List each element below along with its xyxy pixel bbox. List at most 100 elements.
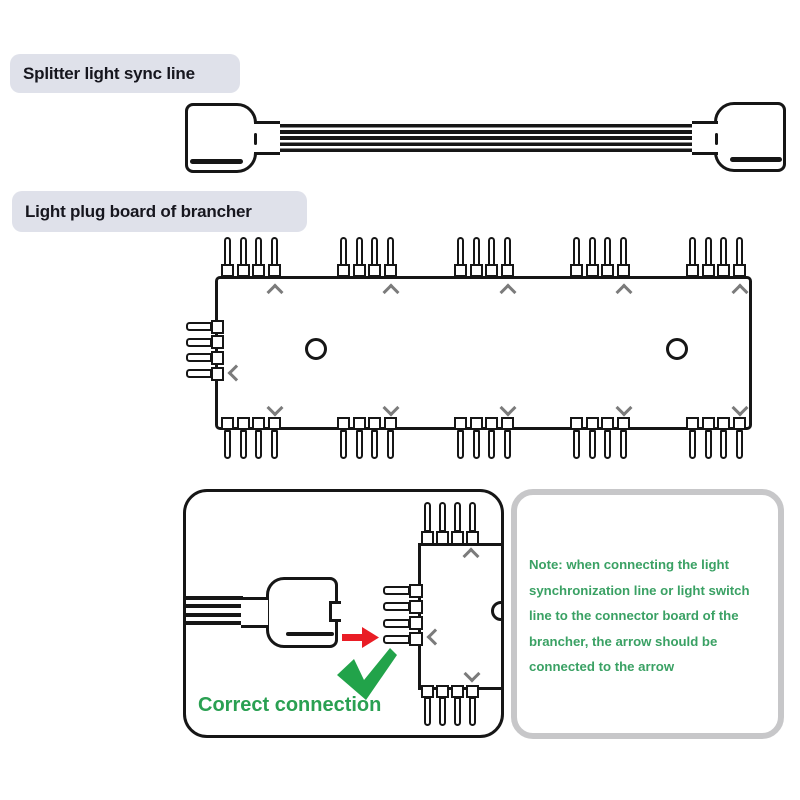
- brancher-board-label: Light plug board of brancher: [12, 191, 307, 232]
- header-pin: [457, 429, 465, 459]
- header-pin: [239, 429, 247, 459]
- header-pad: [469, 263, 483, 277]
- header-pad: [466, 531, 479, 545]
- header-pin: [619, 429, 627, 459]
- header-pad: [451, 531, 464, 545]
- check-icon: [336, 647, 397, 700]
- header-pin: [239, 236, 247, 266]
- header-pad: [210, 335, 224, 350]
- inset-board: [417, 542, 501, 690]
- header-pin: [340, 236, 348, 266]
- header-pin: [720, 236, 728, 266]
- correct-connection-caption: Correct connection: [198, 694, 382, 716]
- brancher-board: [215, 276, 752, 430]
- header-pin: [386, 429, 394, 459]
- header-pin: [355, 429, 363, 459]
- note-panel: Note: when connecting the light synchron…: [511, 489, 784, 739]
- header-pad: [409, 599, 423, 614]
- header-pin: [735, 236, 743, 266]
- header-pad: [421, 531, 434, 545]
- cable-neck-left: [254, 121, 280, 155]
- header-pin: [382, 634, 410, 644]
- header-pad: [368, 263, 382, 277]
- header-pin: [472, 236, 480, 266]
- header-pad: [585, 416, 599, 430]
- header-pad: [466, 684, 479, 698]
- header-pin: [469, 697, 476, 726]
- cable-neck-right: [692, 121, 718, 155]
- header-pin: [382, 618, 410, 628]
- header-pin: [488, 429, 496, 459]
- header-pad: [368, 416, 382, 430]
- header-pin: [735, 429, 743, 459]
- header-pad: [717, 263, 731, 277]
- header-pin: [604, 236, 612, 266]
- header-pin: [424, 697, 431, 726]
- header-pin: [704, 429, 712, 459]
- header-pad: [352, 263, 366, 277]
- connector-latch: [730, 157, 782, 162]
- connector-key-notch: [254, 133, 258, 145]
- header-pad: [267, 263, 281, 277]
- plug-wire: [186, 595, 243, 600]
- header-pad: [352, 416, 366, 430]
- header-pin: [270, 429, 278, 459]
- note-text: Note: when connecting the light synchron…: [529, 557, 750, 674]
- header-pad: [701, 416, 715, 430]
- plug-wire: [186, 621, 243, 625]
- header-pin: [619, 236, 627, 266]
- header-pad: [221, 263, 235, 277]
- header-pad: [686, 416, 700, 430]
- header-pin: [454, 697, 461, 726]
- header-pin: [340, 429, 348, 459]
- connector-latch: [285, 631, 334, 636]
- header-pin: [270, 236, 278, 266]
- header-pad: [210, 350, 224, 365]
- header-pin: [689, 429, 697, 459]
- ribbon-cable: [277, 124, 695, 152]
- header-pin: [355, 236, 363, 266]
- header-pad: [409, 615, 423, 631]
- header-pad: [585, 263, 599, 277]
- header-pin: [457, 236, 465, 266]
- header-pin: [371, 429, 379, 459]
- header-pin: [472, 429, 480, 459]
- header-pin: [255, 236, 263, 266]
- plug-connector-body: [265, 576, 338, 648]
- header-pad: [409, 583, 423, 598]
- header-pin: [588, 429, 596, 459]
- header-pin: [588, 236, 596, 266]
- header-pin: [371, 236, 379, 266]
- header-pad: [500, 416, 514, 430]
- header-pad: [383, 263, 397, 277]
- header-pin: [503, 236, 511, 266]
- header-pin: [185, 322, 212, 331]
- header-pin: [185, 337, 212, 347]
- header-pin: [469, 502, 476, 532]
- header-pad: [601, 416, 615, 430]
- mounting-hole: [666, 337, 688, 360]
- plug-wire: [186, 612, 243, 617]
- header-pad: [469, 416, 483, 430]
- header-pad: [210, 366, 224, 381]
- header-pad: [454, 263, 468, 277]
- header-pin: [382, 586, 410, 596]
- red-arrow-icon: [341, 626, 379, 648]
- header-pin: [704, 236, 712, 266]
- header-pin: [503, 429, 511, 459]
- header-pad: [337, 416, 351, 430]
- header-pad: [210, 319, 224, 334]
- header-pin: [224, 236, 232, 266]
- header-pin: [255, 429, 263, 459]
- header-pad: [616, 263, 630, 277]
- header-pin: [604, 429, 612, 459]
- header-pad: [732, 263, 746, 277]
- plug-wire: [186, 604, 243, 608]
- header-pad: [267, 416, 281, 430]
- header-pad: [485, 416, 499, 430]
- header-pad: [236, 416, 250, 430]
- correct-connection-panel: Correct connection: [183, 489, 504, 738]
- header-pad: [570, 263, 584, 277]
- header-pad: [454, 416, 468, 430]
